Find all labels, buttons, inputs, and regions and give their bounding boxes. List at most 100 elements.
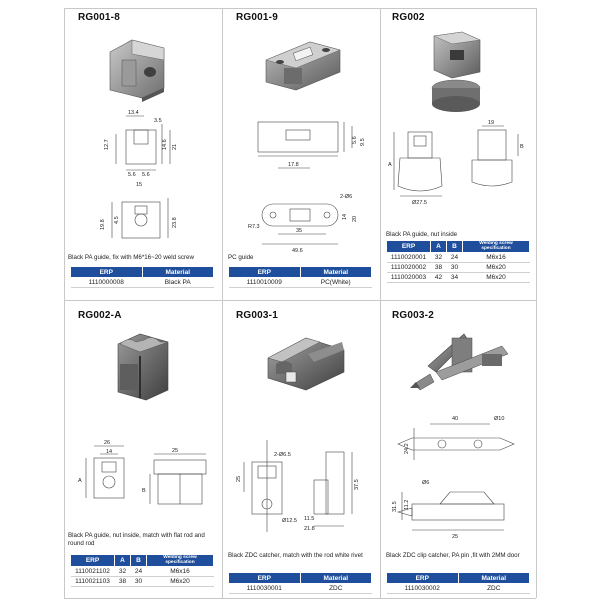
dim-label: 11.2 <box>404 500 410 510</box>
erp-cell: 1110000008 <box>70 277 142 288</box>
col-header-a: A <box>114 554 131 567</box>
table-row: 1110021103 38 30 M6x20 <box>70 576 214 587</box>
material-cell: PC(White) <box>300 277 372 288</box>
product-cell-rg002: RG002 19 <box>380 8 536 300</box>
col-header-erp: ERP <box>70 266 143 278</box>
dim-label: 14 <box>342 214 348 220</box>
table-row: 1110010009 PC(White) <box>228 277 372 288</box>
grid-line-bottom <box>64 598 536 599</box>
table-row: 1110000008 Black PA <box>70 277 214 288</box>
table-row: 1110030002 ZDC <box>386 583 530 594</box>
col-header-erp: ERP <box>386 240 431 253</box>
erp-cell: 1110021103 <box>70 576 115 587</box>
table-row: 1110030001 ZDC <box>228 583 372 594</box>
dim-label: 24.2 <box>404 443 410 454</box>
dim-label: 23.8 <box>172 217 178 228</box>
grid-line-left <box>64 8 65 598</box>
product-code: RG003-2 <box>392 310 434 321</box>
product-caption: Black ZDC clip catcher, PA pin ,fit with… <box>386 552 520 559</box>
product-render-rg003-1 <box>267 337 345 391</box>
dim-label: 21.8 <box>304 526 315 532</box>
product-cell-rg003-2: RG003-2 <box>380 300 536 598</box>
product-render-rg002 <box>431 31 481 112</box>
product-caption: Black PA guide, nut inside, match with f… <box>68 532 205 547</box>
col-header-erp: ERP <box>228 572 301 584</box>
b-cell: 34 <box>446 272 463 283</box>
erp-cell: 1110030001 <box>228 583 300 594</box>
a-cell: 38 <box>114 576 131 587</box>
col-header-erp: ERP <box>228 266 301 278</box>
dim-label: 11.5 <box>304 516 314 522</box>
col-header-b: B <box>130 554 147 567</box>
grid-line-col1 <box>222 8 223 598</box>
spec-table: ERP Material 1110010009 PC(White) <box>228 266 372 288</box>
product-render-rg003-2 <box>410 333 509 391</box>
erp-cell: 1110020003 <box>386 272 431 283</box>
dim-label: Ø27.5 <box>412 200 427 206</box>
material-cell: ZDC <box>458 583 530 594</box>
dim-label: 12.7 <box>104 139 110 150</box>
col-header-welding-screw: Welding screw specification <box>462 240 530 253</box>
table-row: 1110021102 32 24 M6x16 <box>70 566 214 577</box>
product-render-rg001-8 <box>109 39 165 102</box>
product-code: RG001-9 <box>236 12 278 23</box>
product-cell-rg002-a: RG002-A <box>64 300 222 598</box>
product-caption: Black PA guide, fix with M6*16~20 weld s… <box>68 254 194 261</box>
dim-label: 20 <box>352 216 358 222</box>
spec-table: ERP A B Welding screw specification 1110… <box>70 554 214 587</box>
erp-cell: 1110030002 <box>386 583 458 594</box>
a-cell: 42 <box>430 272 447 283</box>
dim-label: Ø12.5 <box>282 518 297 524</box>
a-cell: 32 <box>114 566 131 577</box>
grid-line-right <box>536 8 537 598</box>
material-cell: ZDC <box>300 583 372 594</box>
dim-label: 2-Ø6.5 <box>274 452 291 458</box>
b-cell: 24 <box>446 252 463 263</box>
product-code: RG001-8 <box>78 12 120 23</box>
product-render-rg002-a <box>117 333 169 401</box>
dim-label: 49.6 <box>292 248 303 254</box>
tech-drawing-rg003-2: 40 Ø10 24.2 Ø6 31.5 11.2 25 <box>392 416 515 540</box>
b-cell: 30 <box>446 262 463 273</box>
col-header-erp: ERP <box>386 572 459 584</box>
dim-label: 37.5 <box>354 479 360 490</box>
grid-line-top <box>64 8 536 9</box>
dim-label: B <box>520 144 524 150</box>
spec-table: ERP Material 1110030002 ZDC <box>386 572 530 594</box>
dim-label: 14 <box>106 449 112 455</box>
col-header-material: Material <box>141 266 214 278</box>
erp-cell: 1110010009 <box>228 277 300 288</box>
a-cell: 38 <box>430 262 447 273</box>
table-row: 1110020003 42 34 M6x20 <box>386 272 530 283</box>
dim-label: 4.5 <box>114 216 120 224</box>
tech-drawing-rg002: 19 B A Ø27.5 <box>388 120 524 206</box>
a-cell: 32 <box>430 252 447 263</box>
col-header-material: Material <box>299 266 372 278</box>
dim-label: 21 <box>172 144 178 150</box>
b-cell: 30 <box>130 576 147 587</box>
tech-drawing-rg003-1: 2-Ø6.5 Ø12.5 25 37.5 11.5 21.8 <box>236 440 360 532</box>
col-header-b: B <box>446 240 463 253</box>
screw-cell: M6x20 <box>146 576 214 587</box>
tech-drawing-rg001-9: 5.6 9.5 17.8 2-Ø6 R7.3 14 20 35 49.6 <box>248 121 366 254</box>
grid-line-middle <box>64 300 536 301</box>
col-header-erp: ERP <box>70 554 115 567</box>
product-code: RG002-A <box>78 310 122 321</box>
dim-label: A <box>388 162 392 168</box>
dim-label: Ø10 <box>494 416 504 422</box>
spec-table: ERP Material 1110030001 ZDC <box>228 572 372 594</box>
dim-label: 19 <box>488 120 494 126</box>
dim-label: 25 <box>172 448 178 454</box>
dim-label: B <box>142 488 146 494</box>
b-cell: 24 <box>130 566 147 577</box>
tech-drawing-rg001-8: 13.4 3.5 12.7 14.6 21 5.6 5.6 15 19.8 4.… <box>100 110 178 239</box>
screw-cell: M6x20 <box>462 272 530 283</box>
dim-label: 13.4 <box>128 110 139 116</box>
dim-label: 5.6 <box>352 136 358 144</box>
product-render-rg001-9 <box>265 41 341 91</box>
screw-cell: M6x16 <box>146 566 214 577</box>
dim-label: 5.6 <box>142 172 150 178</box>
dim-label: 31.5 <box>392 501 398 512</box>
erp-cell: 1110021102 <box>70 566 115 577</box>
